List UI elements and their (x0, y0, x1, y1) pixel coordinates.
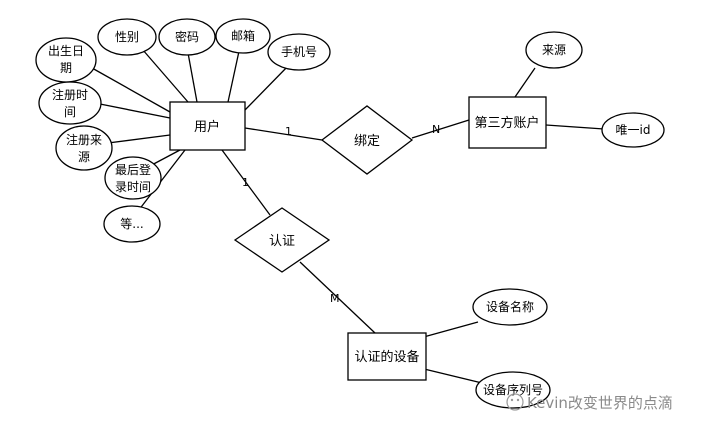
attribute-gender-label: 性别 (115, 30, 139, 44)
attribute-etc-label: 等... (120, 217, 143, 231)
entity-user-label: 用户 (194, 119, 220, 135)
entity-user: 用户 (169, 101, 246, 151)
cardinality-bind-third-party: N (432, 123, 440, 136)
watermark-text: Kevin改变世界的点滴 (527, 394, 673, 412)
wechat-icon (506, 393, 524, 411)
attribute-unique-id-label: 唯一id (616, 123, 651, 137)
cardinality-user-auth: 1 (242, 176, 249, 189)
edges (91, 41, 605, 384)
relationship-auth: 认证 (233, 207, 331, 273)
attribute-unique-id: 唯一id (601, 112, 665, 148)
attribute-device-name-label: 设备名称 (486, 299, 534, 314)
attribute-last-login-label-line2: 录时间 (115, 180, 151, 194)
attribute-device-name: 设备名称 (472, 288, 548, 326)
cardinality-user-bind: 1 (285, 125, 292, 138)
relationship-bind: 绑定 (320, 105, 414, 175)
attribute-registration-source-label-line2: 源 (78, 150, 90, 164)
attribute-phone: 手机号 (267, 33, 331, 71)
entity-authenticated-device: 认证的设备 (347, 332, 427, 381)
attribute-email-label: 邮箱 (231, 28, 255, 43)
attribute-birthday-label-line2: 期 (60, 61, 72, 75)
attribute-registration-source: 注册来 源 (55, 125, 113, 171)
attribute-password-label: 密码 (175, 29, 199, 44)
relationship-bind-label: 绑定 (354, 134, 380, 149)
attribute-registration-time: 注册时 间 (38, 81, 102, 125)
watermark: Kevin改变世界的点滴 (506, 393, 673, 412)
attribute-email: 邮箱 (215, 18, 271, 54)
attribute-phone-label: 手机号 (281, 45, 317, 59)
attribute-device-serial-label: 设备序列号 (483, 382, 543, 397)
attribute-birthday: 出生日 期 (35, 37, 97, 83)
attribute-source-label: 来源 (542, 43, 566, 57)
entity-device-label: 认证的设备 (354, 349, 419, 365)
attribute-registration-time-label-line1: 注册时 (52, 87, 88, 102)
attribute-device-serial: 设备序列号 (475, 371, 551, 409)
attribute-source: 来源 (525, 31, 583, 69)
attribute-last-login-time: 最后登 录时间 (104, 156, 162, 200)
attribute-etc: 等... (103, 205, 161, 243)
attribute-registration-source-label-line1: 注册来 (66, 132, 102, 147)
entity-third-party-account: 第三方账户 (468, 96, 547, 149)
attribute-gender: 性别 (97, 18, 157, 56)
attribute-birthday-label-line1: 出生日 (48, 44, 84, 58)
cardinality-auth-device: M (330, 292, 340, 305)
attribute-password: 密码 (158, 18, 216, 56)
attribute-last-login-label-line1: 最后登 (115, 162, 151, 177)
entity-third-party-label: 第三方账户 (474, 115, 539, 131)
relationship-auth-label: 认证 (269, 234, 295, 249)
attribute-registration-time-label-line2: 间 (64, 105, 76, 119)
